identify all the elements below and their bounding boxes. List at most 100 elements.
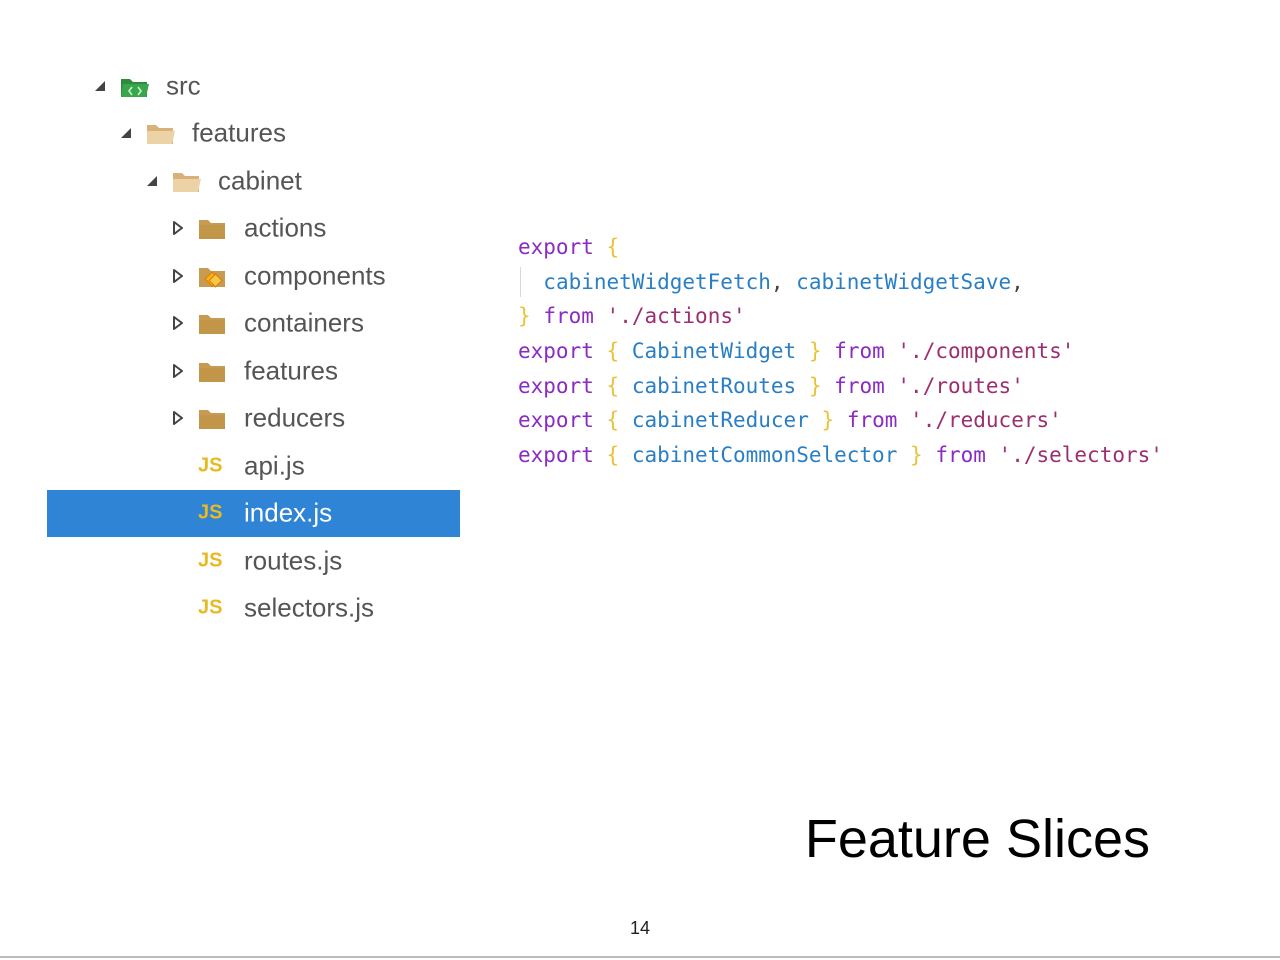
code-token xyxy=(619,408,632,432)
code-token: cabinetWidgetFetch xyxy=(543,269,771,294)
code-token xyxy=(518,270,543,294)
js-file-icon: JS xyxy=(198,549,223,571)
tree-item-label: routes.js xyxy=(244,545,343,575)
code-token: export xyxy=(518,339,594,364)
indent-guide xyxy=(520,266,521,297)
tree-row[interactable]: components xyxy=(47,252,460,299)
folder-components-icon xyxy=(197,263,229,289)
tree-row[interactable]: features xyxy=(47,347,460,394)
tree-item-label: features xyxy=(192,117,286,148)
folder-icon xyxy=(197,215,229,241)
code-block: export { cabinetWidgetFetch, cabinetWidg… xyxy=(518,230,1268,473)
page-number: 14 xyxy=(629,918,651,938)
code-token: cabinetWidgetSave xyxy=(796,269,1012,294)
code-token xyxy=(897,443,910,467)
caret-collapsed-icon[interactable] xyxy=(171,411,185,425)
code-token: from xyxy=(834,339,885,364)
tree-item-label: selectors.js xyxy=(244,592,375,623)
tree-row[interactable]: reducers xyxy=(47,395,460,442)
code-token xyxy=(809,408,822,432)
code-token xyxy=(594,374,607,398)
caret-collapsed-icon[interactable] xyxy=(171,221,185,235)
code-token xyxy=(822,374,835,398)
code-token: { xyxy=(606,373,620,398)
code-line: export { xyxy=(518,230,1268,265)
folder-src-icon xyxy=(119,73,151,99)
code-token: { xyxy=(606,235,620,259)
code-token: cabinetReducer xyxy=(631,408,809,433)
code-token: from xyxy=(935,443,986,468)
code-token xyxy=(885,374,898,398)
code-token xyxy=(986,443,999,467)
code-token xyxy=(822,339,835,363)
code-token: { xyxy=(606,408,620,433)
code-token xyxy=(834,408,847,432)
code-token: } xyxy=(808,373,822,398)
tree-item-label: components xyxy=(244,260,386,290)
tree-row[interactable]: actions xyxy=(47,205,460,252)
caret-expanded-icon[interactable] xyxy=(145,174,159,188)
caret-expanded-icon[interactable] xyxy=(119,126,133,140)
caret-expanded-icon[interactable] xyxy=(93,79,107,93)
code-token xyxy=(897,408,910,432)
tree-item-label: src xyxy=(166,70,201,100)
tree-item-label: features xyxy=(244,355,338,385)
code-token: from xyxy=(543,304,594,329)
folder-open-icon xyxy=(145,120,177,146)
folder-open-icon xyxy=(171,168,203,194)
js-file-icon: JS xyxy=(198,454,223,476)
code-token: from xyxy=(834,373,885,398)
code-line: export { cabinetRoutes } from './routes' xyxy=(518,369,1268,404)
code-token xyxy=(619,374,632,398)
caret-collapsed-icon[interactable] xyxy=(171,268,185,283)
code-line: export { cabinetCommonSelector } from '.… xyxy=(518,438,1268,473)
code-token xyxy=(885,339,898,363)
code-token xyxy=(923,443,936,467)
code-token xyxy=(531,304,544,328)
tree-row[interactable]: JS selectors.js xyxy=(47,585,460,632)
bottom-divider xyxy=(0,956,1280,958)
js-file-icon: JS xyxy=(198,501,223,524)
code-token xyxy=(594,339,607,363)
tree-item-label: containers xyxy=(244,307,364,338)
code-token: export xyxy=(518,373,594,398)
code-token: './routes' xyxy=(897,373,1024,398)
tree-row[interactable]: JS index.js xyxy=(47,489,460,537)
folder-icon xyxy=(197,310,229,336)
code-token: { xyxy=(606,339,620,364)
code-token: , xyxy=(1011,269,1024,294)
code-token: './reducers' xyxy=(910,408,1062,433)
tree-item-label: reducers xyxy=(244,402,346,433)
tree-row[interactable]: JS routes.js xyxy=(47,537,460,584)
caret-collapsed-icon[interactable] xyxy=(171,363,185,378)
code-token: cabinetCommonSelector xyxy=(631,443,898,468)
code-token: from xyxy=(846,408,898,433)
folder-icon xyxy=(197,358,229,384)
code-token xyxy=(796,374,809,398)
code-token: './actions' xyxy=(606,304,746,329)
code-line: } from './actions' xyxy=(518,299,1268,334)
caret-collapsed-icon[interactable] xyxy=(171,316,185,330)
tree-item-label: cabinet xyxy=(218,165,302,195)
code-line: export { CabinetWidget } from './compone… xyxy=(518,334,1268,369)
tree-item-label: api.js xyxy=(244,450,305,480)
code-token xyxy=(619,339,632,363)
tree-row[interactable]: JS api.js xyxy=(47,442,460,489)
code-token: } xyxy=(518,304,531,329)
code-token xyxy=(594,443,607,467)
code-token xyxy=(594,408,607,432)
tree-item-label: index.js xyxy=(244,497,333,528)
code-token: CabinetWidget xyxy=(631,339,797,364)
code-token: , xyxy=(770,269,797,294)
js-file-icon: JS xyxy=(198,596,223,619)
tree-row[interactable]: containers xyxy=(47,300,460,347)
tree-row[interactable]: src xyxy=(47,62,460,109)
folder-icon xyxy=(197,405,229,431)
tree-row[interactable]: cabinet xyxy=(47,157,460,204)
code-token: export xyxy=(518,443,594,468)
tree-row[interactable]: features xyxy=(47,110,460,157)
code-token xyxy=(619,443,632,467)
code-token: './selectors' xyxy=(998,443,1163,468)
code-token: './components' xyxy=(897,339,1075,364)
code-token: } xyxy=(808,339,822,364)
